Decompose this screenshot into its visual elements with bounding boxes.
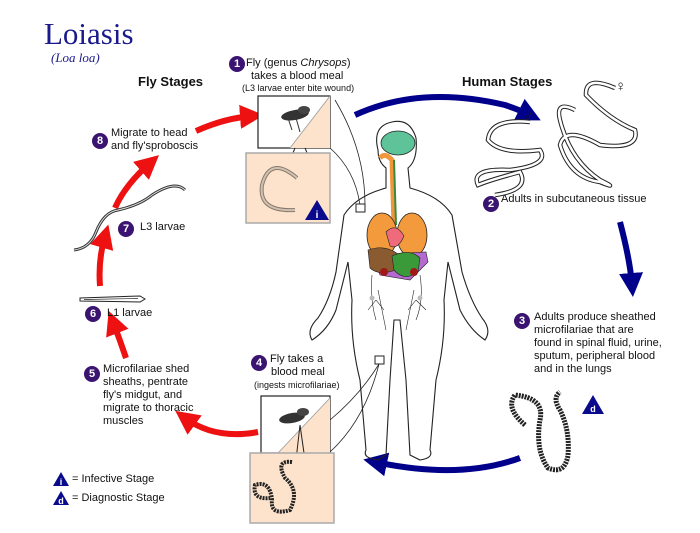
step-1-genus: Chrysops bbox=[300, 57, 347, 69]
diagram-subtitle: (Loa loa) bbox=[51, 50, 100, 65]
step-5-line: fly's midgut, and bbox=[103, 389, 183, 401]
svg-text:d: d bbox=[590, 404, 596, 414]
step-1-note: (L3 larvae enter bite wound) bbox=[242, 83, 355, 93]
legend-item-infective: i = Infective Stage bbox=[52, 469, 165, 488]
infective-marker-icon: i bbox=[305, 200, 329, 221]
male-symbol-icon: ♂ bbox=[523, 108, 535, 125]
step-1-line2: takes a blood meal bbox=[251, 70, 344, 82]
l3-larva-drawing bbox=[73, 184, 187, 252]
step-3-line: Adults produce sheathed bbox=[534, 311, 656, 323]
step-4-line2: blood meal bbox=[271, 366, 325, 378]
step-8-line: Migrate to head bbox=[111, 127, 188, 139]
step-7-text: L3 larvae bbox=[140, 221, 186, 233]
step-badge-8: 8 bbox=[92, 133, 108, 149]
human-stages-heading: Human Stages bbox=[462, 74, 553, 89]
step-badge-2: 2 bbox=[483, 196, 499, 212]
arrow-2-to-3 bbox=[617, 221, 644, 297]
arrow-4-to-5 bbox=[175, 410, 259, 438]
adult-worms bbox=[474, 80, 638, 198]
lymphatic-vessels bbox=[367, 274, 427, 331]
svg-text:d: d bbox=[58, 496, 64, 506]
step-1-text: Fly (genus Chrysops) bbox=[246, 57, 351, 70]
step-3-line: and in the lungs bbox=[534, 363, 612, 375]
human-body-figure bbox=[309, 120, 489, 461]
step-5-line: sheaths, pentrate bbox=[103, 376, 189, 388]
l1-larva-drawing bbox=[79, 295, 146, 303]
step-3-text: Adults produce sheathed microfilariae th… bbox=[534, 311, 662, 376]
sheathed-microfilaria bbox=[509, 390, 571, 473]
step-badge-5: 5 bbox=[84, 366, 100, 382]
step-3-line: sputum, peripheral blood bbox=[534, 350, 656, 362]
fly-inset-bottom bbox=[260, 395, 331, 454]
step-3-line: microfilariae that are bbox=[534, 324, 634, 336]
fly-inset-top bbox=[257, 95, 331, 149]
svg-text:i: i bbox=[316, 210, 319, 221]
arrow-3-to-4 bbox=[363, 452, 522, 477]
step-8-line: and fly'sproboscis bbox=[111, 140, 199, 152]
step-1-line1-pre: Fly (genus bbox=[246, 57, 301, 69]
legend: i = Infective Stage d = Diagnostic Stage bbox=[52, 469, 165, 507]
arrow-7-to-8 bbox=[112, 155, 160, 210]
step-6-text: L1 larvae bbox=[107, 307, 153, 319]
diagnostic-legend-icon: d bbox=[53, 490, 69, 506]
legend-label-infective: = Infective Stage bbox=[72, 472, 155, 485]
arrow-8-to-1 bbox=[194, 104, 264, 134]
infective-legend-icon: i bbox=[53, 471, 69, 487]
step-5-text: Microfilariae shed sheaths, pentrate fly… bbox=[103, 363, 193, 428]
step-4-line1: Fly takes a bbox=[270, 353, 324, 365]
step-8-text: Migrate to head and fly'sproboscis bbox=[111, 127, 198, 153]
diagram-title: Loiasis bbox=[44, 16, 134, 51]
step-2-text: Adults in subcutaneous tissue bbox=[501, 193, 647, 205]
step-badge-3: 3 bbox=[514, 313, 530, 329]
diagnostic-marker-icon: d bbox=[582, 395, 604, 414]
legend-item-diagnostic: d = Diagnostic Stage bbox=[52, 488, 165, 507]
legend-label-diagnostic: = Diagnostic Stage bbox=[72, 491, 165, 504]
step-5-line: Microfilariae shed bbox=[103, 363, 190, 375]
female-symbol-icon: ♀ bbox=[615, 78, 627, 95]
step-1-line1-post: ) bbox=[346, 57, 351, 69]
step-badge-1: 1 bbox=[229, 56, 245, 72]
step-5-line: migrate to thoracic bbox=[103, 402, 194, 414]
arrow-5-to-6 bbox=[106, 310, 129, 359]
fly-stages-heading: Fly Stages bbox=[138, 74, 204, 89]
step-5-line: muscles bbox=[103, 415, 144, 427]
organs bbox=[366, 130, 429, 281]
step-badge-7: 7 bbox=[118, 221, 134, 237]
step-badge-4: 4 bbox=[251, 355, 267, 371]
l3-larva-inset bbox=[245, 152, 331, 224]
arrow-1-to-2 bbox=[353, 94, 541, 121]
svg-text:i: i bbox=[60, 477, 63, 487]
step-badge-6: 6 bbox=[85, 306, 101, 322]
step-4-note: (ingests microfilariae) bbox=[254, 380, 340, 390]
microfilaria-inset bbox=[249, 452, 335, 524]
step-3-line: found in spinal fluid, urine, bbox=[534, 337, 662, 349]
arrow-6-to-7 bbox=[90, 224, 114, 287]
